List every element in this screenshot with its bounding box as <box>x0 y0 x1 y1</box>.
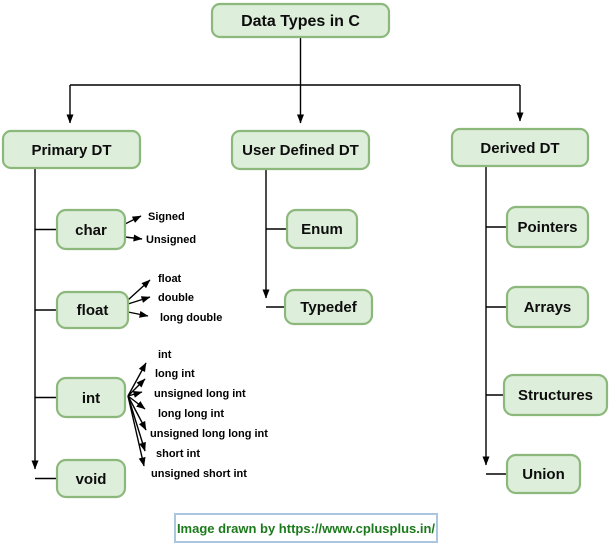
label-short-int: short int <box>156 448 200 460</box>
node-label: Pointers <box>517 219 577 236</box>
label-float: float <box>158 273 182 285</box>
label-int: int <box>158 349 172 361</box>
label-long-long-int: long long int <box>158 408 224 420</box>
node-box <box>230 129 371 171</box>
label-unsigned-short-int: unsigned short int <box>151 468 247 480</box>
node-box <box>450 127 590 168</box>
node-label: Derived DT <box>480 140 559 157</box>
node-pointers: Pointers <box>505 205 590 249</box>
node-enum: Enum <box>285 208 359 250</box>
char-unsigned-arrow <box>124 234 143 242</box>
label-long-int: long int <box>155 368 195 380</box>
node-void: void <box>55 458 127 499</box>
node-typedef: Typedef <box>283 288 374 326</box>
node-user-defined-dt: User Defined DT <box>230 129 371 171</box>
node-structures: Structures <box>502 373 609 417</box>
node-box <box>502 373 609 417</box>
int-longint-arrow <box>127 378 146 397</box>
node-primary-dt: Primary DT <box>1 129 142 170</box>
label-long-double: long double <box>160 312 222 324</box>
node-arrays: Arrays <box>505 285 590 329</box>
footer-border-box <box>174 513 438 543</box>
node-label: void <box>76 471 107 488</box>
node-label: Union <box>522 466 565 483</box>
node-label: Primary DT <box>31 142 111 159</box>
node-label: int <box>82 390 100 407</box>
int-longlongint-arrow <box>127 395 146 410</box>
node-char: char <box>55 208 127 251</box>
label-signed: Signed <box>148 211 185 223</box>
int-unsignedlongint-arrow <box>127 390 143 398</box>
label-unsigned-long-long-int: unsigned long long int <box>150 428 268 440</box>
node-box <box>505 285 590 329</box>
int-int-arrow <box>127 362 147 397</box>
node-box <box>55 458 127 499</box>
node-data-types-in-c: Data Types in C <box>210 2 391 39</box>
int-unsignedlonglongint-arrow <box>127 395 147 431</box>
node-box <box>283 288 374 326</box>
node-label: Structures <box>518 387 593 404</box>
node-label: char <box>75 222 107 239</box>
node-derived-dt: Derived DT <box>450 127 590 168</box>
node-box <box>505 453 582 495</box>
node-box <box>285 208 359 250</box>
node-label: Data Types in C <box>241 13 360 30</box>
node-label: Enum <box>301 221 343 238</box>
node-box <box>55 208 127 251</box>
node-box <box>505 205 590 249</box>
float-longdouble-arrow <box>127 310 149 318</box>
connectors <box>31 37 524 480</box>
node-box <box>55 376 127 419</box>
float-float-arrow <box>127 279 151 301</box>
node-union: Union <box>505 453 582 495</box>
node-box <box>55 290 130 330</box>
int-shortint-arrow <box>127 395 146 452</box>
float-double-arrow <box>127 296 151 305</box>
node-label: Typedef <box>300 299 357 316</box>
label-unsigned-long-int: unsigned long int <box>154 388 246 400</box>
node-int: int <box>55 376 127 419</box>
int-unsignedshortint-arrow <box>127 395 146 467</box>
label-double: double <box>158 292 194 304</box>
node-box <box>210 2 391 39</box>
label-unsigned: Unsigned <box>146 234 196 246</box>
subtype-labels: Signed Unsigned float double long double… <box>146 211 268 480</box>
char-signed-arrow <box>124 215 142 225</box>
footer-credit-text: Image drawn by https://www.cplusplus.in/ <box>177 521 435 536</box>
footer-credit: Image drawn by https://www.cplusplus.in/ <box>174 513 438 543</box>
node-label: Arrays <box>524 299 572 316</box>
node-label: User Defined DT <box>242 142 359 159</box>
node-box <box>1 129 142 170</box>
node-label: float <box>77 302 109 319</box>
node-float: float <box>55 290 130 330</box>
